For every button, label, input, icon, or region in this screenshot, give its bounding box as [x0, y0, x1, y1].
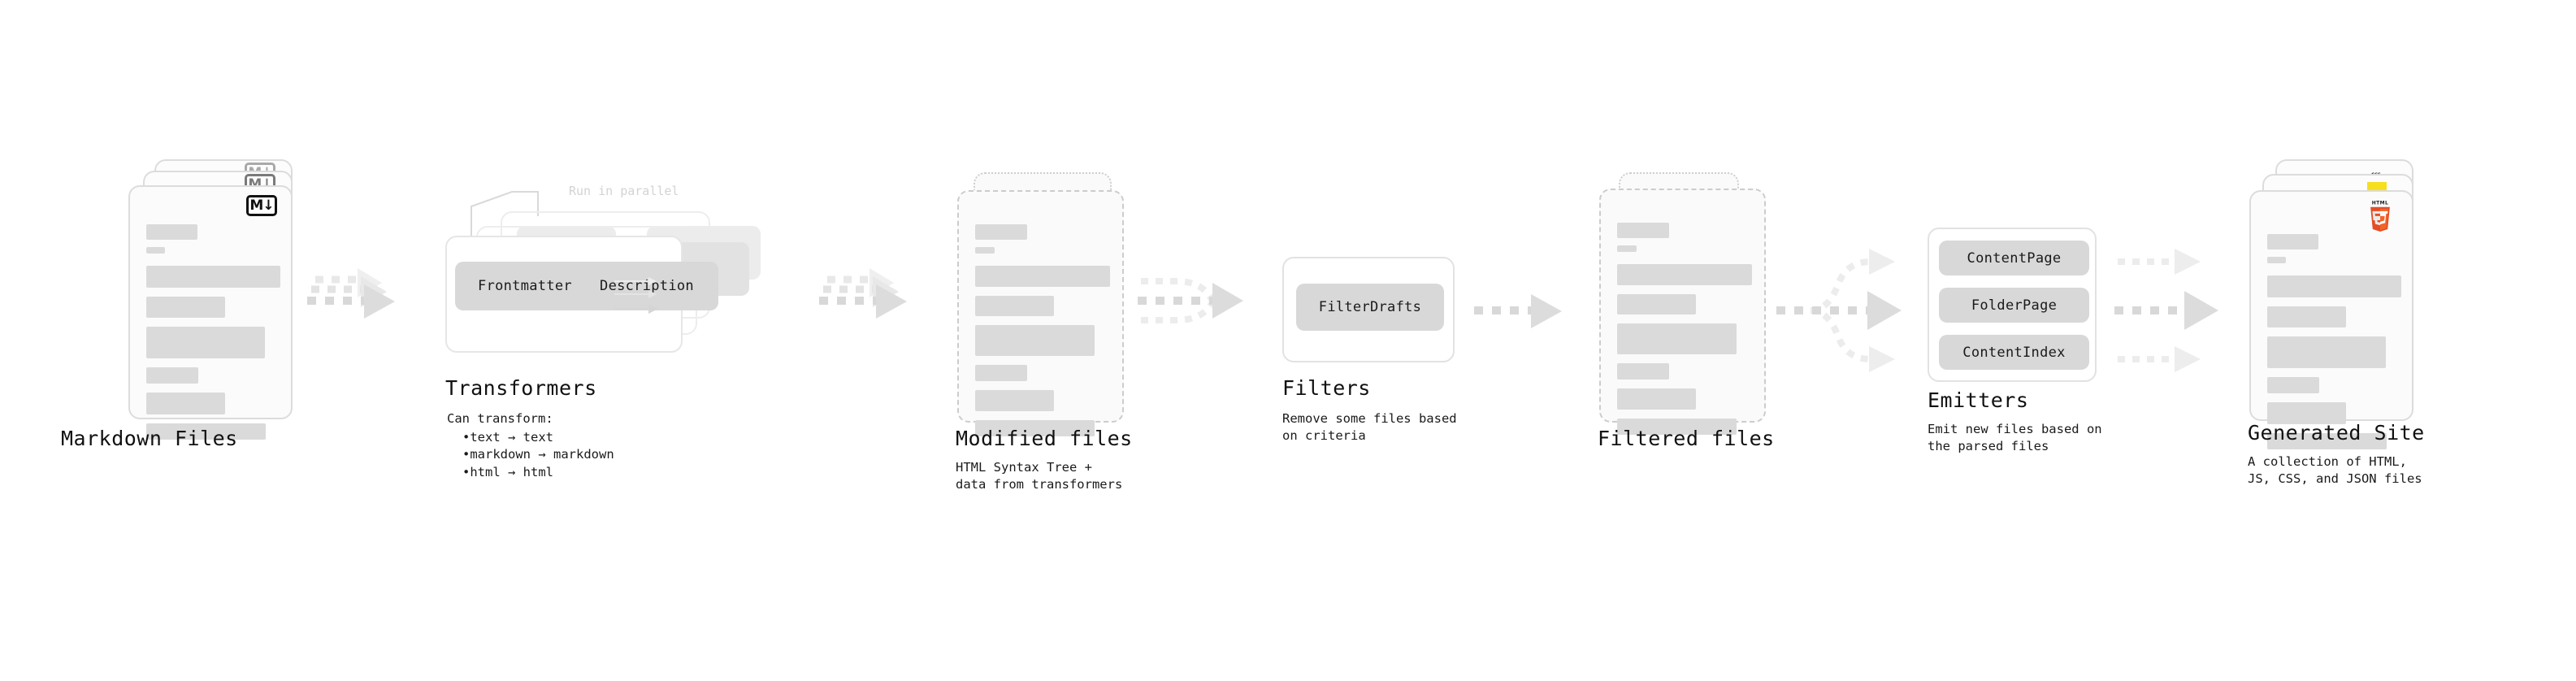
stage-title-filtered-files: Filtered files: [1598, 427, 1775, 450]
stage-subtitle-filters: Remove some files based on criteria: [1282, 411, 1457, 444]
stage-modified-files: [957, 172, 1136, 436]
content-bar: [975, 420, 1095, 436]
run-in-parallel-label: Run in parallel: [569, 184, 679, 198]
content-bar: [2267, 234, 2318, 249]
content-bar: [1617, 264, 1752, 285]
emitters-panel[interactable]: ContentPage FolderPage ContentIndex: [1928, 228, 2097, 382]
content-bar: [146, 297, 225, 318]
markdown-badge: M↓: [246, 195, 277, 216]
html5-icon: HTML: [2366, 198, 2394, 232]
markdown-card-front: M↓: [128, 185, 293, 440]
connector-emitters-to-site: [2113, 234, 2259, 388]
connector-transformers-to-modified: [819, 268, 925, 333]
list-item: markdown → markdown: [452, 446, 614, 463]
connector-filters-to-filtered: [1472, 293, 1578, 341]
content-bar: [1617, 388, 1696, 410]
content-bar: [2267, 257, 2286, 263]
content-bar: [1617, 363, 1669, 380]
connector-md-to-transformers: [307, 268, 413, 333]
filtered-card-lines: [1617, 223, 1752, 442]
modified-card-front: [957, 190, 1124, 436]
markdown-card-lines: [146, 224, 280, 447]
content-bar: [1617, 419, 1737, 435]
content-bar: [2267, 336, 2386, 368]
content-bar: [1617, 294, 1696, 314]
transformer-internal-arrows: [614, 277, 658, 314]
content-bar: [2267, 275, 2401, 297]
content-bar: [975, 365, 1027, 381]
content-bar: [146, 393, 225, 414]
markdown-file-stack: M↓ M↓ M↓: [128, 159, 315, 440]
content-bar: [975, 390, 1054, 411]
content-bar: [146, 423, 266, 440]
filtered-file-stack: [1599, 172, 1778, 435]
stage-subtitle-emitters: Emit new files based on the parsed files: [1928, 422, 2102, 454]
content-bar: [2267, 433, 2387, 449]
stage-title-markdown-files: Markdown Files: [61, 427, 238, 450]
content-bar: [146, 247, 165, 254]
list-item: text → text: [452, 429, 614, 446]
content-bar: [975, 325, 1095, 356]
emitter-chip-folderpage[interactable]: FolderPage: [1939, 288, 2089, 323]
stage-subtitle-generated-site: A collection of HTML, JS, CSS, and JSON …: [2248, 454, 2422, 487]
stage-filtered-files: [1599, 172, 1778, 435]
stage-title-generated-site: Generated Site: [2248, 421, 2425, 445]
content-bar: [1617, 323, 1737, 354]
emitter-chip-contentindex[interactable]: ContentIndex: [1939, 335, 2089, 370]
stage-filters: FilterDrafts: [1282, 257, 1455, 362]
connector-modified-to-filters: [1134, 244, 1273, 341]
filter-chip-filterdrafts[interactable]: FilterDrafts: [1296, 284, 1444, 331]
content-bar: [2267, 306, 2346, 327]
run-in-parallel-leader: [471, 191, 539, 236]
site-card-lines: [2267, 234, 2401, 457]
content-bar: [975, 224, 1027, 240]
content-bar: [146, 327, 265, 358]
content-bar: [2267, 377, 2319, 393]
connector-filtered-to-emitters: [1773, 234, 1919, 388]
content-bar: [2267, 402, 2346, 424]
content-bar: [146, 224, 197, 240]
transformers-capability-list: text → text markdown → markdown html → h…: [452, 429, 614, 481]
modified-file-stack: [957, 172, 1136, 436]
stage-subtitle-transformers: Can transform:: [447, 411, 553, 426]
filtered-card-front: [1599, 189, 1766, 435]
content-bar: [975, 296, 1054, 316]
stage-title-emitters: Emitters: [1928, 388, 2029, 412]
content-bar: [1617, 223, 1669, 238]
filters-panel[interactable]: FilterDrafts: [1282, 257, 1455, 362]
stage-emitters: ContentPage FolderPage ContentIndex: [1928, 228, 2097, 382]
svg-text:HTML: HTML: [2372, 200, 2388, 206]
stage-generated-site: CSS HTML: [2249, 159, 2436, 449]
stage-markdown-files: M↓ M↓ M↓: [128, 159, 315, 440]
list-item: html → html: [452, 464, 614, 481]
generated-site-stack: CSS HTML: [2249, 159, 2436, 449]
stage-title-transformers: Transformers: [445, 376, 597, 400]
transformer-panel-front[interactable]: Frontmatter Description: [445, 236, 718, 353]
stage-title-filters: Filters: [1282, 376, 1371, 400]
emitter-chip-contentpage[interactable]: ContentPage: [1939, 241, 2089, 275]
transformer-chip-frontmatter[interactable]: Frontmatter: [455, 262, 595, 310]
content-bar: [146, 367, 198, 384]
content-bar: [1617, 245, 1637, 252]
stage-subtitle-modified-files: HTML Syntax Tree + data from transformer…: [956, 460, 1123, 492]
content-bar: [146, 266, 280, 288]
site-card-front: HTML: [2249, 190, 2413, 449]
content-bar: [975, 266, 1110, 287]
content-bar: [975, 247, 995, 254]
modified-card-lines: [975, 224, 1110, 444]
stage-title-modified-files: Modified files: [956, 427, 1133, 450]
